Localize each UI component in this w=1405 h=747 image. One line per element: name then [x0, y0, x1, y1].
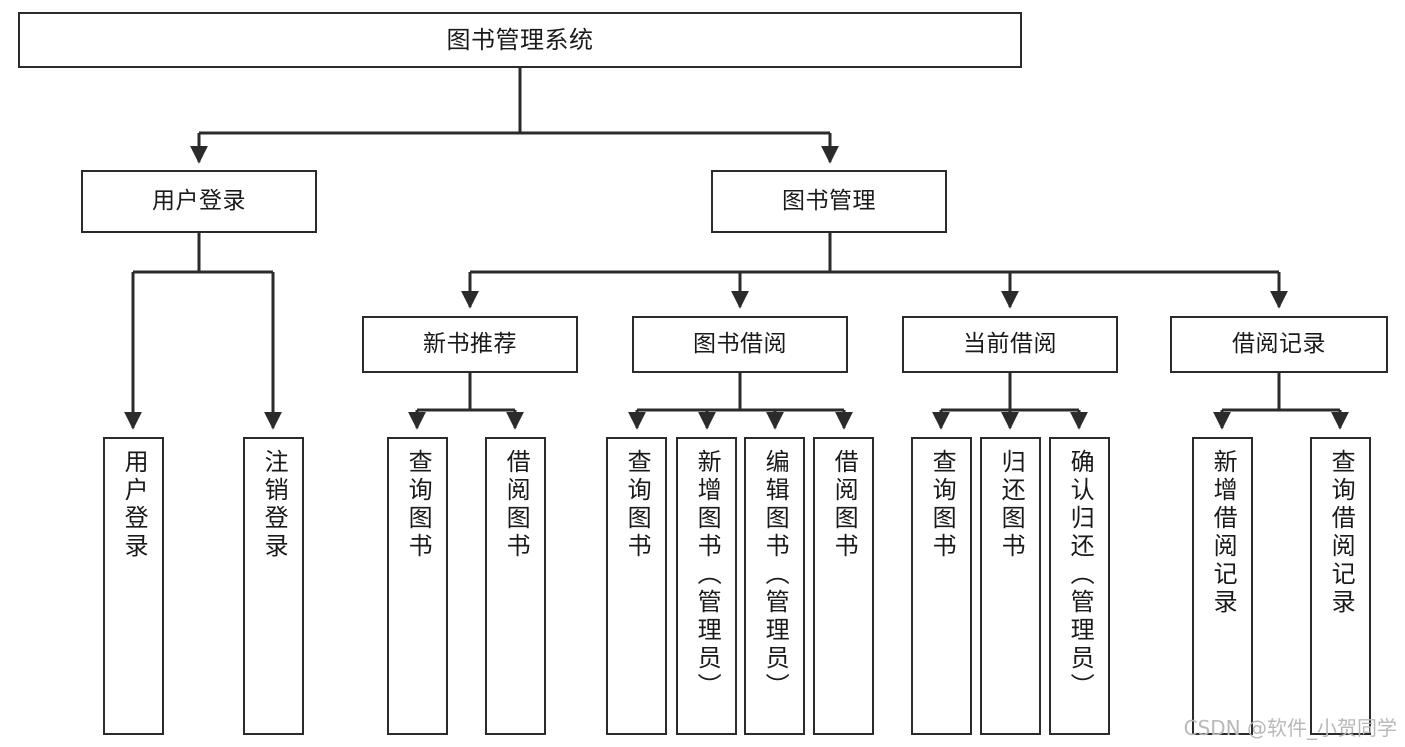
node-label: 用户登录: [120, 449, 149, 561]
node-label: 确认归还（管理员）: [1066, 449, 1095, 701]
node-user-login[interactable]: 用户登录: [81, 170, 317, 233]
node-label: 图书管理系统: [446, 25, 594, 54]
node-label: 用户登录: [152, 187, 246, 214]
leaf-newbook-borrow-book[interactable]: 借阅图书: [485, 437, 546, 735]
node-label: 查询图书: [623, 449, 652, 561]
node-label: 新增图书（管理员）: [693, 449, 722, 701]
leaf-borrow-edit-book-admin[interactable]: 编辑图书（管理员）: [744, 437, 805, 735]
leaf-borrow-borrow-book[interactable]: 借阅图书: [813, 437, 874, 735]
node-book-management[interactable]: 图书管理: [711, 170, 947, 233]
node-label: 查询图书: [404, 449, 433, 561]
node-new-book-recommend[interactable]: 新书推荐: [362, 316, 578, 373]
leaf-record-query-record[interactable]: 查询借阅记录: [1310, 437, 1371, 735]
leaf-current-query-book[interactable]: 查询图书: [911, 437, 972, 735]
node-label: 查询借阅记录: [1327, 449, 1356, 617]
node-label: 图书管理: [782, 187, 876, 214]
leaf-current-return-book[interactable]: 归还图书: [980, 437, 1041, 735]
leaf-current-confirm-return-admin[interactable]: 确认归还（管理员）: [1049, 437, 1110, 735]
node-label: 查询图书: [928, 449, 957, 561]
leaf-borrow-query-book[interactable]: 查询图书: [606, 437, 667, 735]
leaf-record-add-record[interactable]: 新增借阅记录: [1192, 437, 1253, 735]
node-label: 新增借阅记录: [1209, 449, 1238, 617]
node-label: 注销登录: [260, 449, 289, 561]
node-label: 借阅记录: [1232, 330, 1326, 357]
leaf-borrow-add-book-admin[interactable]: 新增图书（管理员）: [676, 437, 737, 735]
node-label: 新书推荐: [423, 330, 517, 357]
leaf-newbook-query-book[interactable]: 查询图书: [387, 437, 448, 735]
node-current-borrow[interactable]: 当前借阅: [902, 316, 1118, 373]
node-label: 借阅图书: [830, 449, 859, 561]
node-label: 借阅图书: [502, 449, 531, 561]
node-label: 当前借阅: [963, 330, 1057, 357]
node-borrow-record[interactable]: 借阅记录: [1170, 316, 1388, 373]
leaf-user-login-signout[interactable]: 注销登录: [243, 437, 304, 735]
node-label: 图书借阅: [693, 330, 787, 357]
watermark-text: CSDN @软件_小贺同学: [1183, 716, 1397, 740]
node-book-borrow[interactable]: 图书借阅: [632, 316, 848, 373]
node-label: 归还图书: [997, 449, 1026, 561]
leaf-user-login-signin[interactable]: 用户登录: [103, 437, 164, 735]
node-root-library-system[interactable]: 图书管理系统: [18, 12, 1022, 68]
node-label: 编辑图书（管理员）: [761, 449, 790, 701]
